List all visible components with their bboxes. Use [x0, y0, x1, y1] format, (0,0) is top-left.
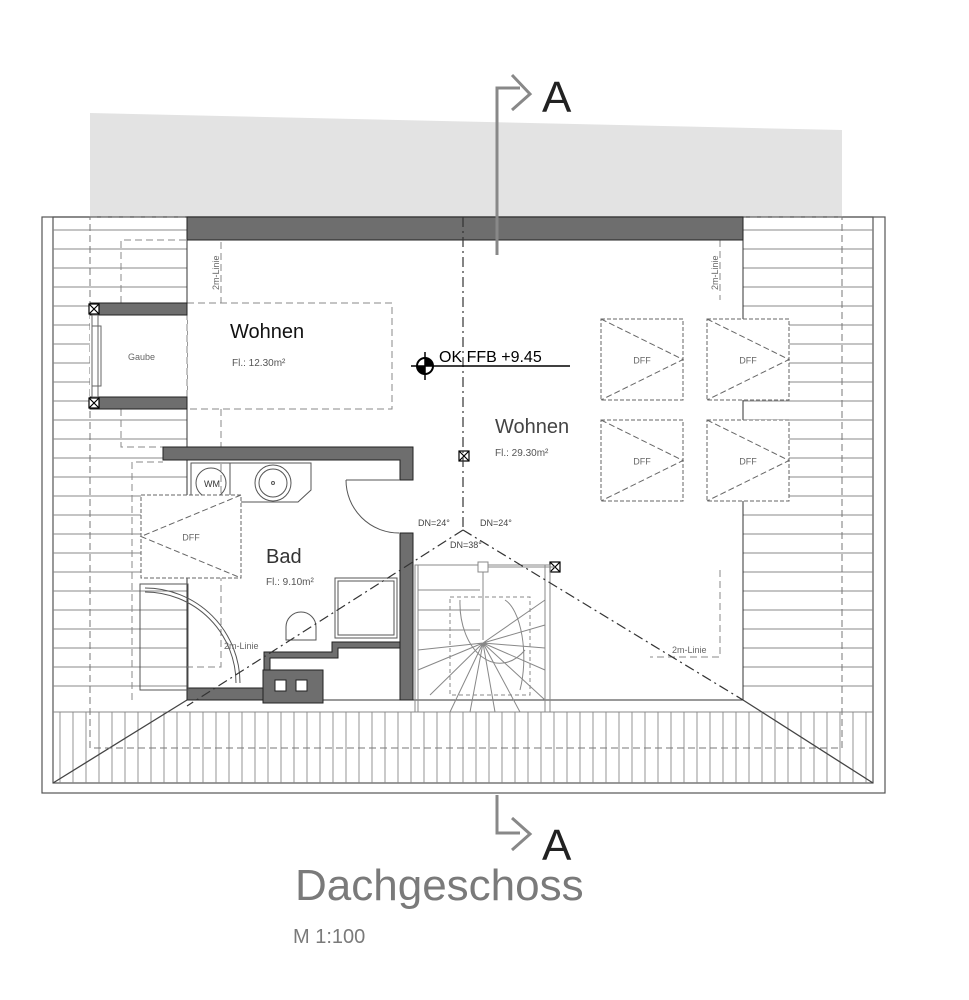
- hip-line-right: [742, 699, 874, 784]
- washer-label: WM: [204, 479, 220, 489]
- hip-line-left: [52, 699, 188, 784]
- roof-overhang: [90, 113, 842, 217]
- plan-scale: M 1:100: [293, 926, 365, 948]
- room-name: Wohnen: [495, 416, 569, 438]
- room-area: Fl.: 12.30m²: [232, 358, 286, 369]
- window-label: DFF: [739, 457, 757, 467]
- two-m-line-label: 2m-Linie: [672, 645, 707, 655]
- bathtub-curve: [144, 587, 241, 684]
- gaube-window: [91, 314, 102, 398]
- two-meter-lines: [120, 239, 721, 700]
- roof-pitch-label: DN=24°: [418, 518, 450, 528]
- two-m-line-label: 2m-Linie: [211, 255, 221, 290]
- sink-icon: [254, 464, 292, 502]
- roof-pitch-label: DN=24°: [480, 518, 512, 528]
- window-label: DFF: [633, 457, 651, 467]
- gaube-label: Gaube: [128, 352, 155, 362]
- room-name: Wohnen: [230, 321, 304, 343]
- roof-windows: DFF DFF DFF DFF DFF: [139, 318, 791, 579]
- section-line: [495, 73, 533, 852]
- roof-window-dff: DFF: [706, 419, 791, 502]
- level-marker: [411, 352, 570, 380]
- room-name: Bad: [266, 546, 302, 568]
- two-m-line-label: 2m-Linie: [224, 641, 259, 651]
- chimney: [262, 669, 324, 704]
- window-label: DFF: [739, 356, 757, 366]
- level-label: OK FFB +9.45: [439, 349, 542, 366]
- door-swing: [345, 479, 400, 534]
- window-label: DFF: [633, 356, 651, 366]
- roof-window-dff: DFF: [600, 318, 685, 401]
- roof-window-dff: DFF: [139, 494, 242, 579]
- section-marker-top: A: [542, 73, 572, 122]
- gaube-floor: [90, 315, 187, 397]
- shower-tray: [334, 577, 398, 639]
- roof-window-dff: DFF: [706, 318, 791, 401]
- toilet-icon: [285, 611, 317, 641]
- roof-pitch-label: DN=38°: [450, 540, 482, 550]
- section-marker-bottom: A: [542, 821, 572, 870]
- ridge-lines: [186, 217, 744, 707]
- room-area: Fl.: 29.30m²: [495, 448, 549, 459]
- plan-title: Dachgeschoss: [295, 861, 584, 910]
- two-m-line-label: 2m-Linie: [710, 255, 720, 290]
- roof-window-dff: DFF: [600, 419, 685, 502]
- room-area: Fl.: 9.10m²: [266, 577, 314, 588]
- staircase: [414, 561, 555, 713]
- window-label: DFF: [182, 533, 200, 543]
